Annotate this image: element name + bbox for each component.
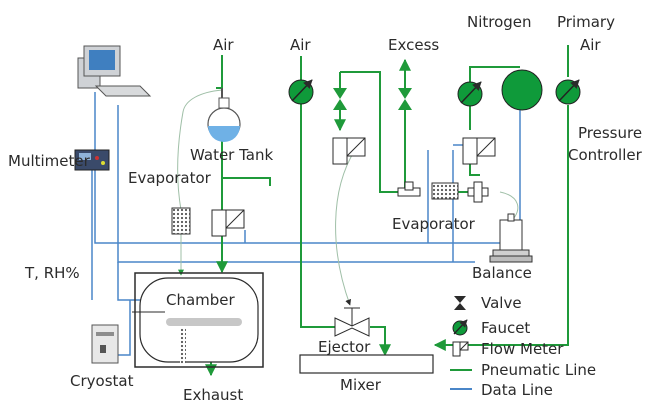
data-lines	[91, 92, 521, 356]
legend-faucet-label: Faucet	[481, 319, 530, 337]
label-chamber: Chamber	[166, 291, 236, 309]
label-balance: Balance	[472, 264, 532, 282]
label-primary: Primary	[557, 13, 615, 31]
faucet-nitrogen	[457, 81, 483, 107]
legend-faucet-icon	[452, 319, 468, 336]
cross-junction	[467, 181, 489, 203]
tee-junction	[397, 181, 421, 197]
flow-meter-left	[211, 209, 245, 237]
label-controller: Controller	[568, 146, 643, 164]
valve-mid	[333, 88, 347, 110]
evaporator-left	[171, 207, 191, 235]
ejector-icon	[334, 307, 370, 337]
faucet-air-mid	[288, 79, 314, 105]
legend	[450, 296, 472, 390]
labels: Air Air Excess Nitrogen Primary Air Wate…	[8, 13, 643, 404]
label-primary-air: Air	[580, 36, 601, 54]
legend-pneumatic-line-label: Pneumatic Line	[481, 361, 596, 379]
legend-flow-meter-icon	[452, 341, 469, 357]
label-mixer: Mixer	[340, 376, 382, 394]
valve-excess	[398, 88, 412, 110]
balance-icon	[489, 213, 533, 263]
label-evaporator-left: Evaporator	[128, 169, 212, 187]
chamber-outline	[132, 272, 264, 368]
label-water-tank: Water Tank	[190, 146, 273, 164]
flow-meter-right	[462, 137, 496, 165]
label-excess: Excess	[388, 36, 439, 54]
computer-icon	[77, 45, 152, 97]
label-ejector: Ejector	[318, 338, 371, 356]
multimeter-icon	[74, 149, 110, 171]
label-pressure: Pressure	[578, 124, 642, 142]
label-evaporator-right: Evaporator	[392, 215, 476, 233]
nitrogen-tank	[501, 69, 543, 111]
legend-flow-meter-label: Flow Meter	[481, 340, 564, 358]
cryostat-icon	[91, 324, 186, 364]
label-multimeter: Multimeter	[8, 152, 91, 170]
label-t-rh: T, RH%	[24, 264, 80, 282]
label-cryostat: Cryostat	[70, 372, 134, 390]
flow-meter-mid	[332, 137, 366, 165]
legend-valve-label: Valve	[481, 294, 522, 312]
mixer-box	[299, 354, 434, 374]
water-tank-icon	[207, 88, 241, 142]
pneumatic-lines	[177, 45, 569, 377]
legend-valve-icon	[454, 296, 466, 310]
label-air-left: Air	[213, 36, 234, 54]
evaporator-right	[431, 182, 459, 200]
legend-data-line-label: Data Line	[481, 381, 553, 399]
label-exhaust: Exhaust	[183, 386, 243, 404]
label-nitrogen: Nitrogen	[467, 13, 532, 31]
label-air-mid: Air	[290, 36, 311, 54]
faucet-primary	[555, 79, 581, 105]
